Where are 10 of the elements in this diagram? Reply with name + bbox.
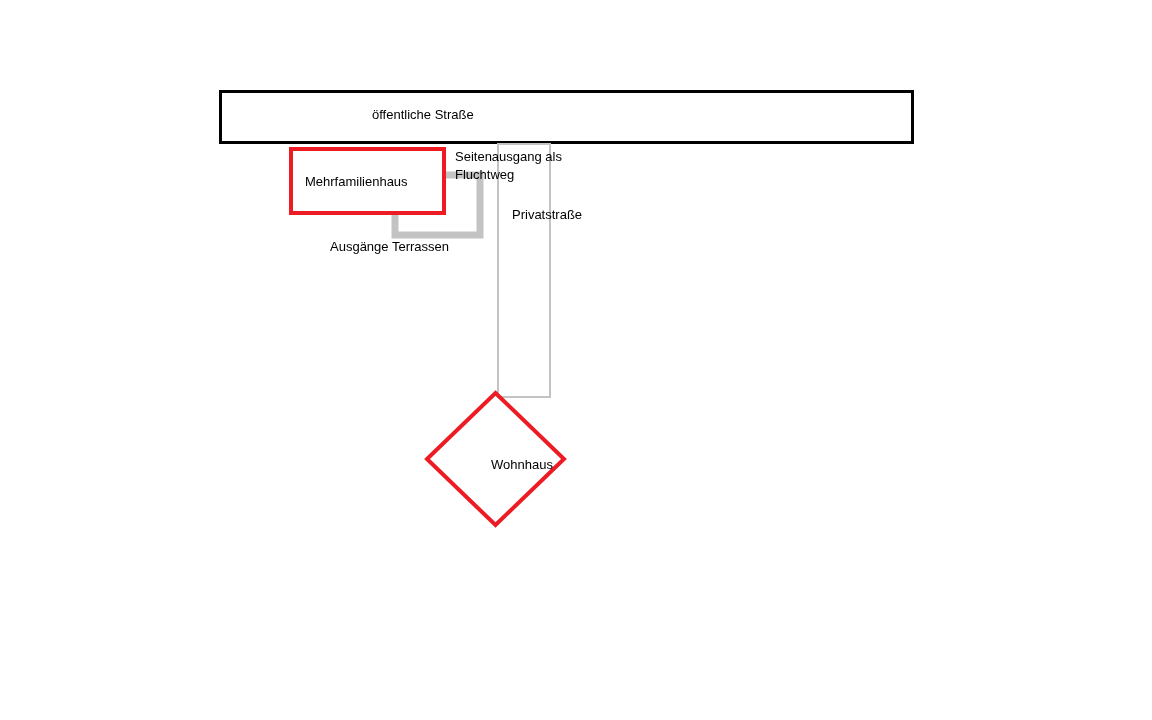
node-label: öffentliche Straße [372, 106, 474, 124]
exit-label: Seitenausgang als Fluchtweg [455, 148, 563, 184]
public-road-strip [219, 90, 914, 144]
node-label: Privatstraße [512, 206, 583, 224]
house-diamond [424, 390, 567, 528]
exit-label: Ausgänge Terrassen [330, 238, 450, 256]
exit-path-line [391, 171, 484, 239]
building-box [289, 147, 446, 215]
node-label: Mehrfamilienhaus [305, 173, 408, 191]
node-label: Wohnhaus [491, 456, 553, 474]
